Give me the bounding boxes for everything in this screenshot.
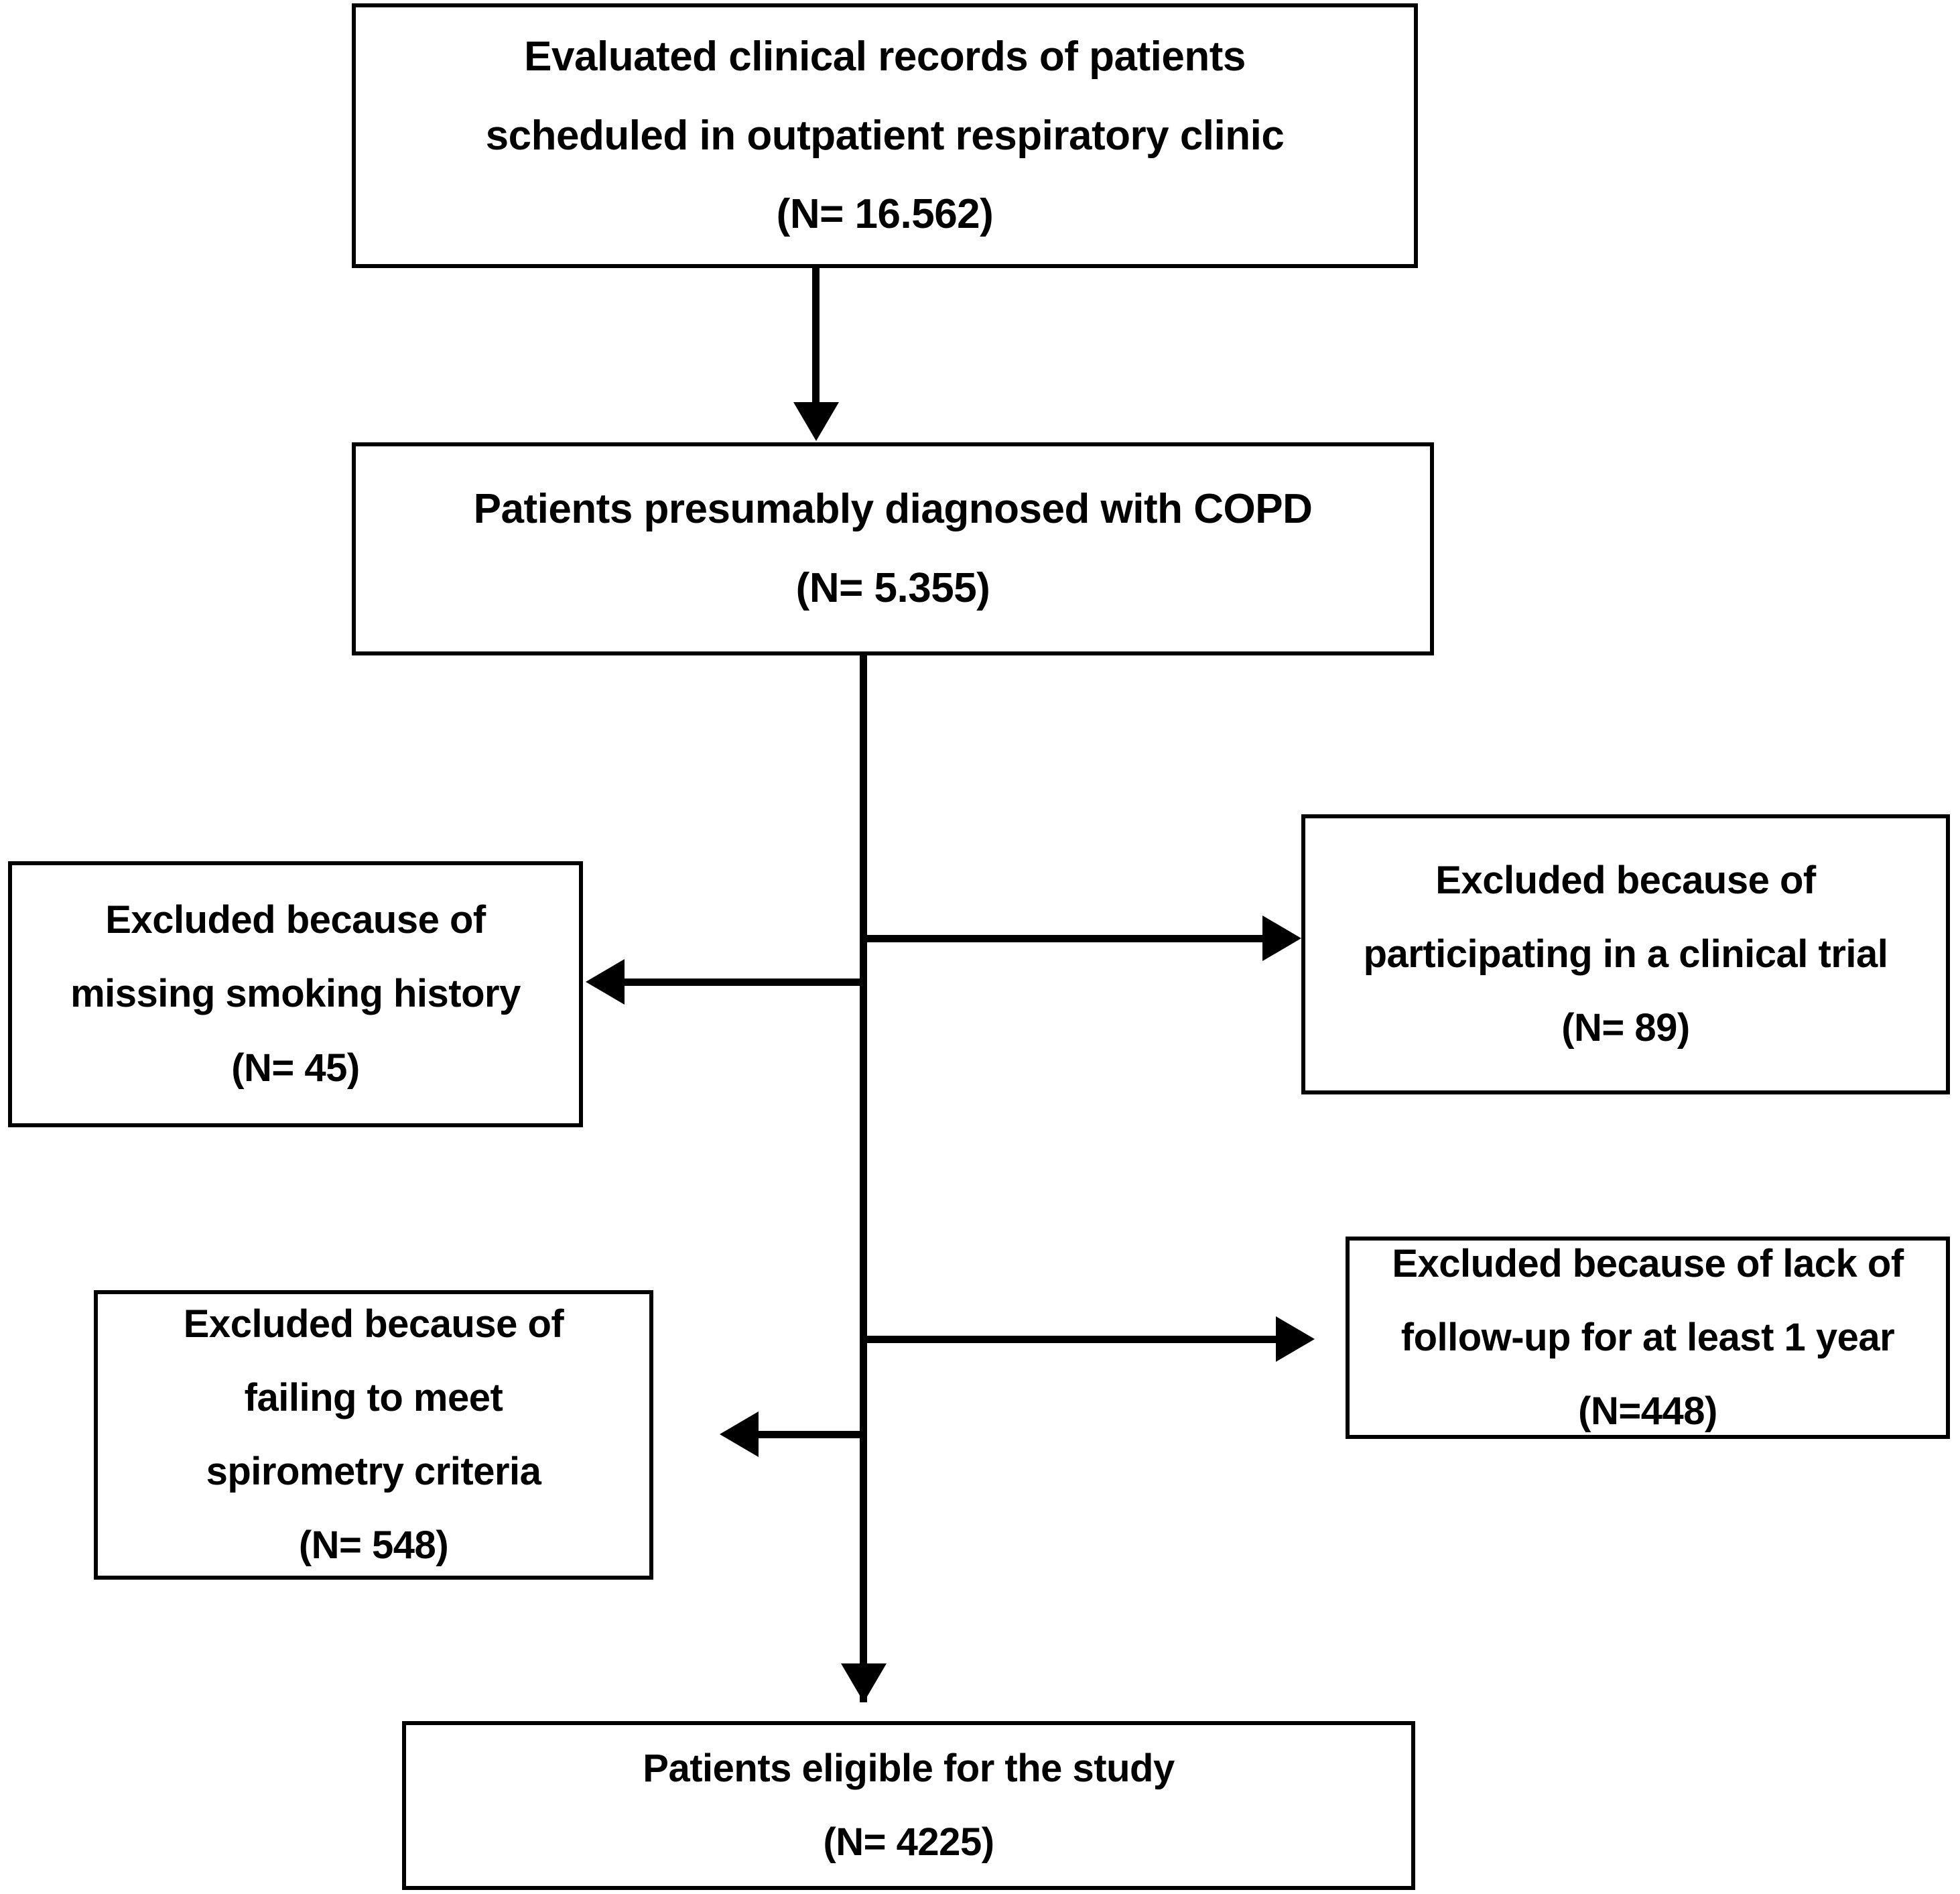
node-excluded-lack-of-followup-line-2: follow-up for at least 1 year <box>1400 1315 1895 1359</box>
connector-to-clinical-trial-stem <box>863 935 1265 942</box>
node-patients-eligible-line-1: Patients eligible for the study <box>643 1746 1175 1790</box>
connector-to-clinical-trial-arrowhead <box>1262 916 1301 961</box>
node-excluded-lack-of-followup-count: (N=448) <box>1578 1389 1717 1434</box>
node-excluded-spirometry-criteria-count: (N= 548) <box>298 1523 449 1568</box>
node-excluded-spirometry-criteria-line-2: failing to meet <box>244 1375 503 1419</box>
connector-to-missing-smoking-history-arrowhead <box>586 959 625 1005</box>
node-excluded-clinical-trial-line-1: Excluded because of <box>1435 858 1816 902</box>
node-excluded-lack-of-followup-line-1: Excluded because of lack of <box>1392 1241 1904 1285</box>
connector-main-trunk <box>860 655 867 1702</box>
node-excluded-spirometry-criteria: Excluded because of failing to meet spir… <box>94 1290 653 1580</box>
connector-to-lack-of-followup-arrowhead <box>1276 1316 1315 1362</box>
connector-screened-to-presumed-copd-stem <box>812 268 820 405</box>
node-excluded-clinical-trial: Excluded because of participating in a c… <box>1301 814 1950 1094</box>
node-excluded-missing-smoking-history-line-1: Excluded because of <box>105 898 486 942</box>
node-excluded-clinical-trial-count: (N= 89) <box>1561 1006 1690 1050</box>
connector-to-missing-smoking-history-stem <box>625 978 863 986</box>
node-patients-eligible-count: (N= 4225) <box>823 1820 994 1864</box>
node-screened-records-count: (N= 16.562) <box>776 191 994 238</box>
connector-to-spirometry-criteria-arrowhead <box>720 1411 759 1457</box>
node-excluded-clinical-trial-line-2: participating in a clinical trial <box>1363 932 1888 976</box>
node-excluded-missing-smoking-history-count: (N= 45) <box>231 1046 360 1090</box>
node-excluded-missing-smoking-history-line-2: missing smoking history <box>70 972 521 1016</box>
connector-screened-to-presumed-copd-arrowhead <box>793 402 839 441</box>
node-excluded-spirometry-criteria-line-1: Excluded because of <box>183 1302 564 1346</box>
connector-to-spirometry-criteria-stem <box>759 1431 863 1438</box>
node-presumed-copd: Patients presumably diagnosed with COPD … <box>352 442 1434 655</box>
node-screened-records: Evaluated clinical records of patients s… <box>352 3 1418 268</box>
node-screened-records-line-2: scheduled in outpatient respiratory clin… <box>485 112 1285 159</box>
node-patients-eligible: Patients eligible for the study (N= 4225… <box>402 1721 1415 1890</box>
node-presumed-copd-line-1: Patients presumably diagnosed with COPD <box>473 486 1313 533</box>
connector-to-lack-of-followup-stem <box>863 1336 1279 1343</box>
node-excluded-missing-smoking-history: Excluded because of missing smoking hist… <box>8 861 583 1127</box>
node-excluded-spirometry-criteria-line-3: spirometry criteria <box>206 1450 541 1493</box>
node-excluded-lack-of-followup: Excluded because of lack of follow-up fo… <box>1346 1237 1950 1439</box>
node-presumed-copd-count: (N= 5.355) <box>795 565 990 611</box>
node-screened-records-line-1: Evaluated clinical records of patients <box>524 33 1246 80</box>
connector-to-eligible-arrowhead <box>841 1663 887 1702</box>
